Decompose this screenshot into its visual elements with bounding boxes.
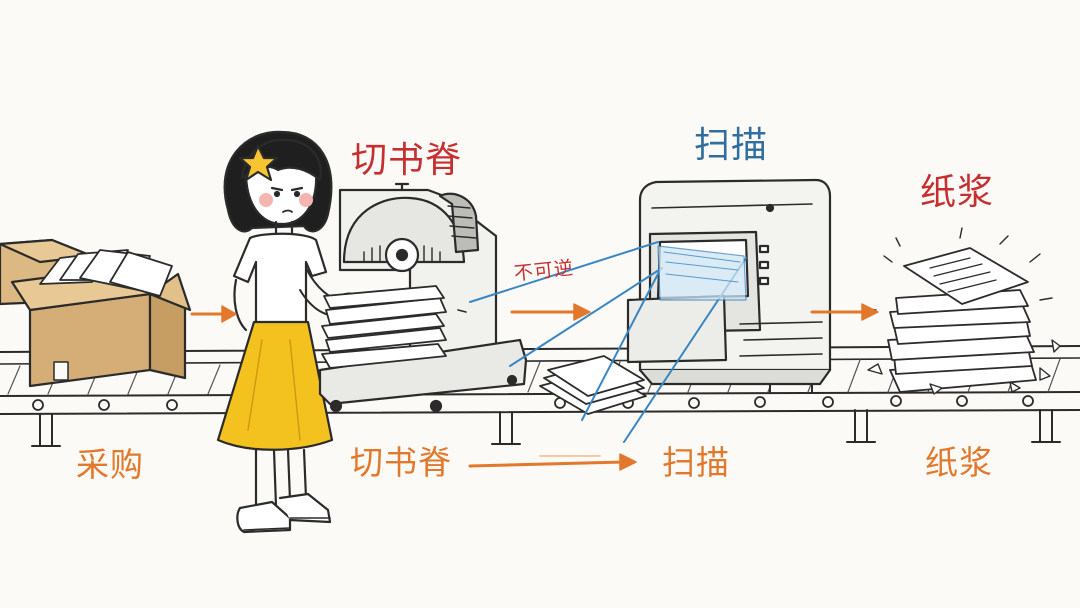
label-top-pulp: 纸浆	[920, 172, 995, 213]
flow-arrows	[190, 303, 879, 471]
scan-beams	[469, 241, 747, 443]
label-top-scan: 扫描	[694, 125, 769, 166]
label-bottom-pulp: 纸浆	[925, 443, 993, 482]
girl-figure-icon	[216, 130, 360, 534]
star-hairclip-icon	[238, 144, 279, 182]
cardboard-box-icon	[0, 238, 192, 388]
label-bottom-purchase: 采购	[76, 445, 144, 484]
paper-pulp-pile-icon	[865, 227, 1061, 395]
cut-pages-icon	[539, 355, 647, 415]
label-bottom-scan: 扫描	[662, 443, 730, 482]
spine-cutter-machine-icon	[318, 182, 528, 413]
label-top-cut-spine: 切书脊	[351, 140, 463, 181]
label-bottom-cut-spine: 切书脊	[350, 443, 452, 482]
